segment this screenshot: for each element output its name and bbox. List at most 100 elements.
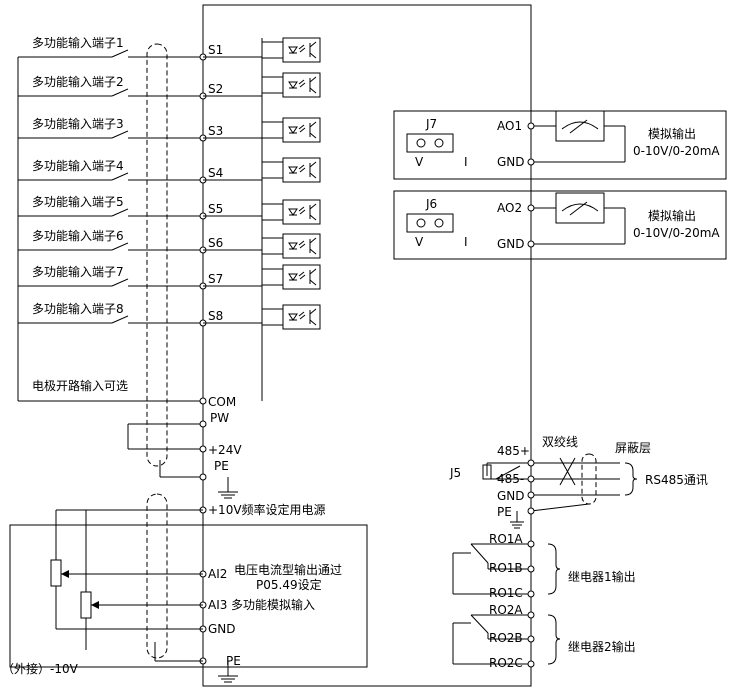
opto-transistor [309, 161, 317, 168]
left-bus [17, 57, 238, 499]
input-label-8: 多功能输入端子8 [32, 301, 124, 316]
left-terminal [199, 397, 207, 405]
left-terminal [199, 420, 207, 428]
right-terminal-circles [527, 459, 535, 515]
input-label-1: 多功能输入端子1 [32, 35, 124, 50]
open-collector-label: 电极开路输入可选 [32, 378, 128, 393]
ao-gnd-terminal [527, 158, 535, 166]
potentiometer-2 [80, 591, 92, 619]
jumper-label: J7 [425, 117, 437, 131]
relay-b-terminal [527, 565, 535, 573]
relay-description: 继电器2输出 [568, 639, 636, 654]
opto-arrow [298, 271, 305, 277]
ai3-description: 多功能模拟输入 [231, 597, 315, 612]
input-terminal-label-5: S5 [208, 202, 223, 216]
relay-c-terminal [527, 590, 535, 598]
ao-terminal-label: AO2 [497, 201, 522, 215]
input-terminal-label-8: S8 [208, 309, 223, 323]
opto-arrow [298, 124, 305, 130]
input-terminal-label-4: S4 [208, 166, 223, 180]
opto-transistor [309, 76, 317, 83]
relay-contact [470, 543, 489, 564]
shield-cable-inputs [146, 43, 168, 467]
relay-1: RO1A RO1B RO1C 继电器1输出 [452, 532, 636, 600]
opto-arrow [298, 206, 305, 212]
meter-needle [569, 119, 588, 134]
twisted-pair-label: 双绞线 [542, 434, 578, 449]
rs485-description: RS485通讯 [645, 473, 708, 487]
input-label-5: 多功能输入端子5 [32, 194, 124, 209]
external-minus-10v-label: （外接）-10V [2, 661, 79, 676]
ao-description-2: 0-10V/0-20mA [633, 144, 720, 158]
shield-cable-analog-in [146, 493, 168, 659]
opto-arrow [299, 314, 306, 320]
opto-arrow [299, 167, 306, 173]
meter-needle [569, 201, 588, 216]
opto-arrow [299, 127, 306, 133]
optocoupler-7 [261, 264, 321, 290]
p24v-terminal-label: +24V [208, 443, 242, 457]
opto-transistor [309, 121, 317, 128]
optocoupler-6 [261, 233, 321, 259]
relay-c-label: RO1C [489, 586, 523, 600]
rs485-terminal [527, 491, 535, 499]
input-switch [111, 130, 129, 139]
opto-transistor [309, 41, 317, 48]
jumper-i-label: I [464, 235, 468, 249]
opto-transistor [309, 203, 317, 210]
jumper-i-label: I [464, 155, 468, 169]
opto-arrow [299, 209, 306, 215]
ao-gnd-terminal [527, 240, 535, 248]
ao-gnd-label: GND [497, 155, 525, 169]
relay-c-label: RO2C [489, 656, 523, 670]
left-terminal [199, 445, 207, 453]
analog-output-box [393, 190, 727, 260]
ai2-description-1: 电压电流型输出通过 [234, 562, 342, 577]
optocoupler-8 [261, 304, 321, 330]
pe-terminal-label: PE [214, 459, 229, 473]
rs485-plus-label: 485+ [497, 444, 530, 458]
opto-arrow [299, 243, 306, 249]
optocoupler-3 [261, 117, 321, 143]
input-switch [111, 208, 129, 217]
shield-layer-label: 屏蔽层 [615, 441, 651, 455]
opto-transistor [309, 237, 317, 244]
relay-c-terminal [527, 660, 535, 668]
opto-arrow [299, 274, 306, 280]
input-switch [111, 88, 129, 97]
rs485-terminal [527, 507, 535, 515]
p10v-terminal-label: +10V频率设定用电源 [208, 502, 326, 517]
input-terminal-label-1: S1 [208, 43, 223, 57]
rs485-minus-label: 485- [497, 472, 524, 486]
relay-a-terminal [527, 611, 535, 619]
input-switch [111, 172, 129, 181]
inverter-body [202, 4, 532, 687]
input-switch [111, 49, 129, 58]
opto-transistor [309, 279, 317, 286]
rs485-gnd-label: GND [497, 489, 525, 503]
relay-description: 继电器1输出 [568, 569, 636, 584]
opto-transistor [309, 132, 317, 139]
ao-terminal-label: AO1 [497, 119, 522, 133]
rs485-terminal [527, 475, 535, 483]
input-label-7: 多功能输入端子7 [32, 264, 124, 279]
rs485-pe-label: PE [497, 505, 512, 519]
opto-arrow [298, 311, 305, 317]
external-pot-box [9, 524, 368, 668]
optocoupler-2 [261, 72, 321, 98]
opto-transistor [309, 172, 317, 179]
meter-icon [555, 192, 605, 224]
jumper-v-label: V [415, 235, 424, 249]
opto-transistor [309, 308, 317, 315]
opto-arrow [298, 164, 305, 170]
com-terminal-label: COM [208, 395, 236, 409]
left-terminal [199, 473, 207, 481]
relay-b-label: RO1B [489, 561, 523, 575]
relay-b-label: RO2B [489, 631, 523, 645]
relay-a-label: RO1A [489, 532, 523, 546]
